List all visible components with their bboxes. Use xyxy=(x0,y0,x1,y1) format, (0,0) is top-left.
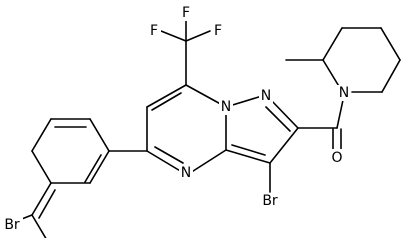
bond-ph1-ph2-inner xyxy=(84,154,102,183)
atom-n-piperidine: N xyxy=(337,85,351,101)
atom-label-n-pyrimidine: N xyxy=(181,165,191,181)
atom-label-f-right: F xyxy=(214,23,222,39)
atom-f-right: F xyxy=(211,23,225,39)
bond-c7-c6-double-outer xyxy=(146,84,187,108)
atom-label-n-piperidine: N xyxy=(339,85,349,101)
bond-c2pip-c3pip xyxy=(322,27,343,61)
bond-ph3-ph4 xyxy=(31,182,52,216)
atom-label-n-bridgehead: N xyxy=(221,99,231,115)
atom-br-phenyl: Br xyxy=(1,217,23,233)
bond-ph4-ph5 xyxy=(31,214,47,238)
atom-br-pyrazole: Br xyxy=(259,193,281,209)
atom-label-f-left: F xyxy=(150,23,158,39)
bond-ph7-ph3 xyxy=(31,118,52,152)
bond-ph1-ph6 xyxy=(89,118,110,152)
atom-label-f-top: F xyxy=(182,5,190,21)
bond-n4-c3a xyxy=(189,149,227,174)
bond-ph-ring-close xyxy=(31,150,52,184)
bond-c3-c3a-double-inner xyxy=(231,144,266,156)
bond-carbonyl-n-pip xyxy=(336,99,344,129)
atom-label-o-carbonyl: O xyxy=(331,150,342,166)
bond-c5pip-c6pip xyxy=(381,59,401,93)
bond-cf3-c-f-right xyxy=(185,30,211,42)
bond-c4pip-c5pip xyxy=(380,27,401,61)
bond-c7-c6-double-inner xyxy=(151,92,182,111)
atom-label-n-pyrazole: N xyxy=(261,88,271,104)
atom-f-top: F xyxy=(179,5,193,21)
bond-n2-c2-double-outer xyxy=(269,98,299,129)
atom-f-left: F xyxy=(147,23,161,39)
bond-c5-n4-double-outer xyxy=(146,150,183,173)
bond-c3-c3a-double-outer xyxy=(225,149,271,164)
bond-c5-n4-double-inner xyxy=(154,146,184,164)
atom-label-br-pyrazole: Br xyxy=(262,193,278,209)
atom-n-pyrimidine: N xyxy=(179,165,193,181)
atom-label-br-phenyl: Br xyxy=(4,217,20,233)
bond-cf3-c-f-left xyxy=(160,30,187,42)
bond-n2-c2-double-inner xyxy=(265,106,291,132)
atom-n-bridgehead: N xyxy=(219,99,233,115)
bond-ph1-ph2 xyxy=(89,150,110,184)
bond-n-pip-c2pip xyxy=(322,59,341,89)
bond-ph3-ph4-inner xyxy=(38,189,56,219)
atom-o-carbonyl: O xyxy=(330,149,345,166)
bond-c2-c3 xyxy=(269,127,299,164)
atom-n-pyrazole: N xyxy=(259,88,273,104)
